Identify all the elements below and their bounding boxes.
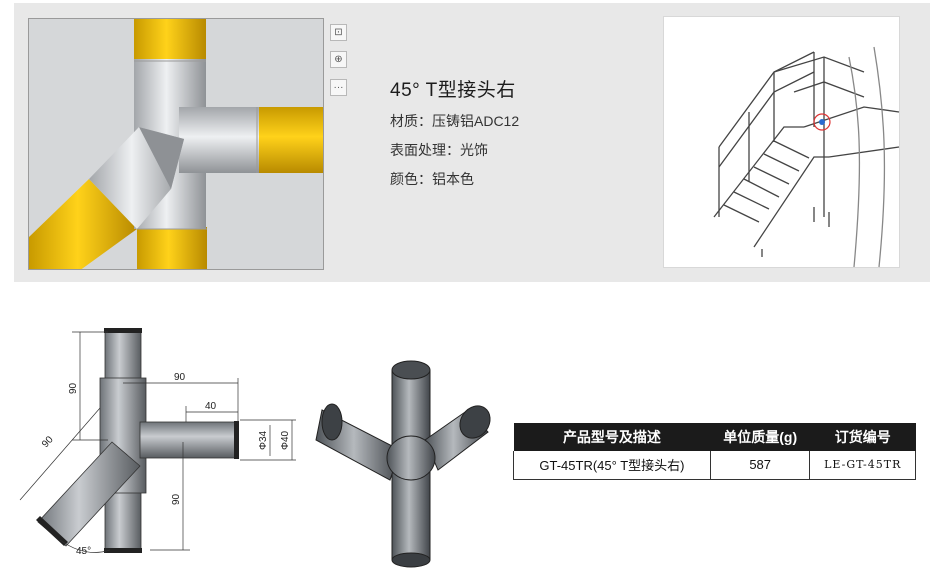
dim-40: 40	[205, 401, 217, 412]
product-render-image	[29, 19, 323, 269]
dimension-drawing: 90 90 40 Φ34 Φ40 90 90 45°	[19, 328, 296, 557]
zoom-icon[interactable]: ⊕	[330, 51, 347, 68]
product-render-viewer[interactable]	[28, 18, 324, 270]
dim-angle-45: 45°	[76, 546, 91, 557]
cell-model: GT-45TR(45° T型接头右)	[513, 451, 711, 480]
spec-table: 产品型号及描述 单位质量(g) 订货编号 GT-45TR(45° T型接头右) …	[513, 423, 916, 480]
staircase-drawing	[713, 46, 900, 268]
fit-view-icon[interactable]: ⊡	[330, 24, 347, 41]
cell-weight: 587	[709, 451, 811, 480]
header-order-code: 订货编号	[809, 423, 916, 451]
application-illustration	[663, 16, 900, 268]
dim-top-90: 90	[68, 382, 79, 394]
surface-text: 表面处理：光饰	[390, 142, 488, 158]
material-text: 材质：压铸铝ADC12	[390, 113, 520, 129]
header-weight: 单位质量(g)	[710, 423, 810, 451]
more-icon[interactable]: ···	[330, 79, 347, 96]
product-info: 45° T型接头右 材质：压铸铝ADC12 表面处理：光饰 颜色：铝本色	[390, 75, 519, 189]
dim-bottom-90: 90	[171, 493, 182, 505]
header-model: 产品型号及描述	[513, 423, 711, 451]
dim-left-90: 90	[174, 372, 186, 383]
table-row: GT-45TR(45° T型接头右) 587 LE-GT-45TR	[513, 451, 916, 480]
dim-diag-90: 90	[40, 434, 56, 450]
isometric-drawing	[315, 360, 491, 568]
dim-dia-34: Φ34	[258, 430, 269, 450]
cell-order-code: LE-GT-45TR	[809, 451, 916, 480]
dim-dia-40: Φ40	[280, 430, 291, 450]
table-header-row: 产品型号及描述 单位质量(g) 订货编号	[513, 423, 916, 451]
color-text: 颜色：铝本色	[390, 171, 474, 187]
product-title: 45° T型接头右	[390, 80, 516, 101]
